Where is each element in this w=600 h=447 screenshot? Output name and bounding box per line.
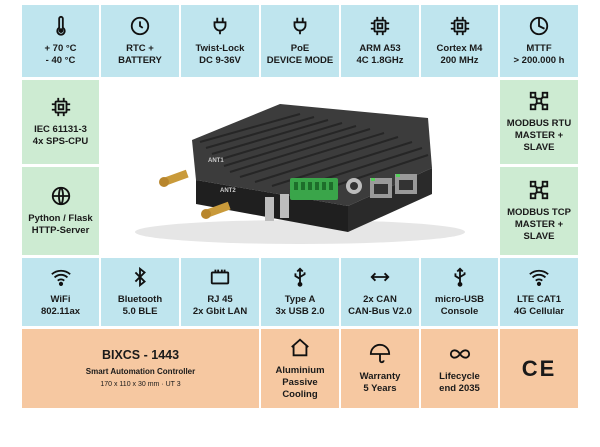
plug-icon: [209, 15, 231, 37]
spec-label: MODBUS RTU MASTER + SLAVE: [506, 118, 572, 153]
spec-label: RJ 45 2x Gbit LAN: [192, 294, 248, 317]
spec-label: 2x CAN CAN-Bus V2.0: [348, 294, 412, 317]
spec-tile-lifecycle: Lifecycle end 2035: [421, 329, 498, 408]
spec-tile-mttf: MTTF > 200.000 h: [500, 5, 578, 77]
spec-tile-temperature: + 70 °C - 40 °C: [22, 5, 99, 77]
product-title: BIXCS - 1443: [101, 347, 180, 362]
house-icon: [289, 337, 311, 359]
spec-tile-can: 2x CAN CAN-Bus V2.0: [341, 258, 419, 326]
chip-icon: [369, 15, 391, 37]
spec-tile-power: Twist-Lock DC 9-36V: [181, 5, 259, 77]
spec-label: MODBUS TCP MASTER + SLAVE: [507, 207, 571, 242]
spec-tile-warranty: Warranty 5 Years: [341, 329, 419, 408]
arrows-icon: [369, 266, 391, 288]
ce-mark: CE: [521, 355, 557, 381]
product-photo: ANT1 ANT2: [100, 82, 498, 256]
spec-label: micro-USB Console: [434, 294, 485, 317]
usb-icon: [449, 266, 471, 288]
plug-icon: [289, 15, 311, 37]
ce-tile: CE: [500, 329, 578, 408]
network-icon: [528, 90, 550, 112]
spec-label: ARM A53 4C 1.8GHz: [356, 43, 404, 66]
umbrella-icon: [369, 343, 391, 365]
spec-label: Cortex M4 200 MHz: [436, 43, 483, 66]
spec-tile-wifi: WiFi 802.11ax: [22, 258, 99, 326]
bluetooth-icon: [129, 266, 151, 288]
product-subtitle: Smart Automation Controller: [85, 366, 196, 376]
ant1-label: ANT1: [208, 158, 224, 164]
spec-label: Lifecycle end 2035: [439, 370, 480, 394]
network-icon: [528, 179, 550, 201]
chip-icon: [449, 15, 471, 37]
spec-tile-usb-a: Type A 3x USB 2.0: [261, 258, 339, 326]
spec-label: Bluetooth 5.0 BLE: [117, 294, 163, 317]
timer-icon: [528, 15, 550, 37]
spec-tile-modbus-tcp: MODBUS TCP MASTER + SLAVE: [500, 167, 578, 255]
ant2-label: ANT2: [220, 188, 236, 194]
spec-label: MTTF > 200.000 h: [513, 43, 565, 66]
spec-label: PoE DEVICE MODE: [266, 43, 334, 66]
usb-icon: [289, 266, 311, 288]
spec-label: WiFi 802.11ax: [40, 294, 81, 317]
spec-label: Twist-Lock DC 9-36V: [195, 43, 245, 66]
spec-tile-lte: LTE CAT1 4G Cellular: [500, 258, 578, 326]
product-dimensions: 170 x 110 x 30 mm · UT 3: [100, 380, 181, 388]
spec-tile-micro-usb: micro-USB Console: [421, 258, 498, 326]
spec-label: Type A 3x USB 2.0: [275, 294, 325, 317]
clock-icon: [129, 15, 151, 37]
spec-tile-cooling: Aluminium Passive Cooling: [261, 329, 339, 408]
spec-label: LTE CAT1 4G Cellular: [513, 294, 565, 317]
ethernet-icon: [209, 266, 231, 288]
wifi-icon: [50, 266, 72, 288]
infinity-icon: [449, 343, 471, 365]
spec-label: + 70 °C - 40 °C: [44, 43, 77, 66]
spec-tile-python: Python / Flask HTTP-Server: [22, 167, 99, 255]
globe-icon: [50, 185, 72, 207]
spec-tile-modbus-rtu: MODBUS RTU MASTER + SLAVE: [500, 80, 578, 164]
spec-tile-mcu: Cortex M4 200 MHz: [421, 5, 498, 77]
thermometer-icon: [50, 15, 72, 37]
spec-tile-rtc: RTC + BATTERY: [101, 5, 179, 77]
chip-icon: [50, 96, 72, 118]
spec-tile-rj45: RJ 45 2x Gbit LAN: [181, 258, 259, 326]
spec-tile-iec: IEC 61131-3 4x SPS-CPU: [22, 80, 99, 164]
spec-tile-cpu: ARM A53 4C 1.8GHz: [341, 5, 419, 77]
wifi-icon: [528, 266, 550, 288]
spec-tile-poe: PoE DEVICE MODE: [261, 5, 339, 77]
spec-label: Python / Flask HTTP-Server: [28, 213, 93, 236]
product-tile: BIXCS - 1443 Smart Automation Controller…: [22, 329, 259, 408]
spec-tile-bluetooth: Bluetooth 5.0 BLE: [101, 258, 179, 326]
spec-label: IEC 61131-3 4x SPS-CPU: [32, 124, 89, 147]
spec-label: Aluminium Passive Cooling: [275, 364, 325, 400]
spec-label: RTC + BATTERY: [118, 43, 162, 66]
spec-label: Warranty 5 Years: [359, 370, 401, 394]
